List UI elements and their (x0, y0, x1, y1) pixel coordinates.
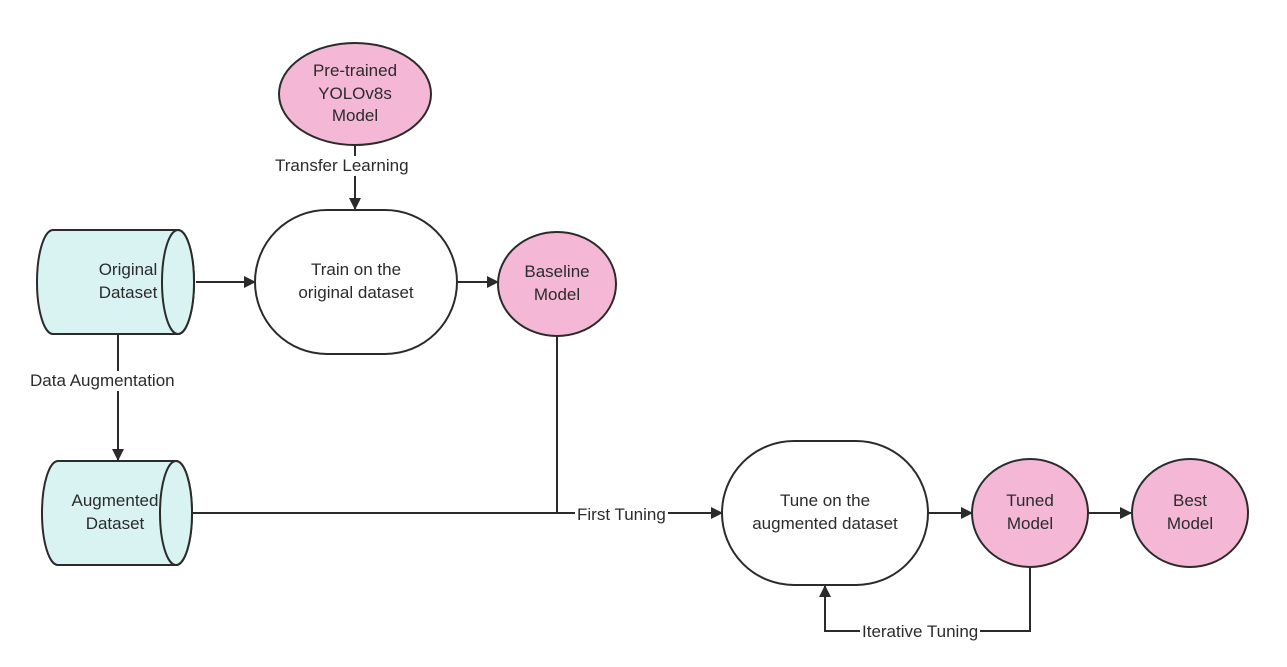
original-dataset-label: Original Dataset (98, 260, 158, 302)
node-original-dataset (36, 229, 195, 335)
transfer-learning-label: Transfer Learning (273, 156, 411, 177)
node-baseline-model (497, 231, 617, 337)
data-augmentation-label: Data Augmentation (28, 371, 177, 392)
tuned-model-label: Tuned Model (1006, 491, 1054, 533)
node-tune-augmented (721, 440, 929, 586)
first-tuning-label: First Tuning (575, 505, 668, 526)
best-model-label: Best Model (1166, 491, 1214, 533)
augmented-dataset-label: Augmented Dataset (71, 491, 159, 533)
node-augmented-dataset (41, 460, 193, 566)
train-original-label: Train on the original dataset (298, 260, 414, 302)
pretrained-model-label: Pre-trained YOLOv8s Model (312, 60, 398, 126)
tune-augmented-label: Tune on the augmented dataset (752, 491, 898, 533)
node-train-original (254, 209, 458, 355)
node-best-model (1131, 458, 1249, 568)
node-pretrained-model (278, 42, 432, 146)
baseline-model-label: Baseline Model (524, 262, 590, 304)
node-tuned-model (971, 458, 1089, 568)
iterative-tuning-label: Iterative Tuning (860, 622, 981, 643)
